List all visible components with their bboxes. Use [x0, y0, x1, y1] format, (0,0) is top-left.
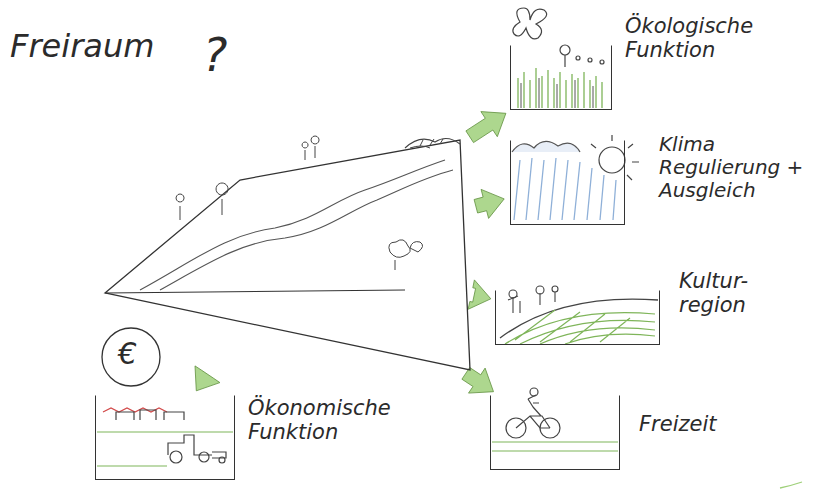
function-box: Freizeit	[490, 395, 620, 470]
green-arrow	[195, 366, 220, 391]
landscape-line	[302, 136, 319, 160]
green-arrow	[466, 112, 506, 143]
landscape-outline	[105, 140, 470, 370]
euro-symbol: €	[118, 336, 137, 371]
landscape-line	[105, 140, 470, 370]
green-arrow	[468, 280, 491, 309]
arrow-shape	[462, 368, 494, 394]
landscape-line	[389, 240, 423, 270]
landscape-line	[405, 138, 460, 148]
question-mark: ?	[203, 28, 227, 82]
arrow-shape	[474, 189, 504, 218]
landscape-line	[410, 139, 443, 148]
function-box: Ökonomische Funktion	[95, 395, 235, 480]
landscape-line	[176, 183, 228, 220]
function-label: Ökologische Funktion	[625, 14, 775, 62]
landscape-line	[105, 290, 405, 293]
function-label: Kultur- region	[679, 269, 794, 317]
green-arrow	[474, 189, 504, 218]
function-label: Ökonomische Funktion	[248, 396, 408, 444]
function-label: Freizeit	[639, 412, 749, 436]
function-box: Klima Regulierung + Ausgleich	[510, 140, 625, 225]
landscape-line	[140, 160, 445, 290]
function-label: Klima Regulierung + Ausgleich	[659, 133, 809, 202]
landscape-area: Freiraum	[105, 140, 470, 370]
arrow-shape	[468, 280, 491, 309]
arrow-shape	[466, 112, 506, 143]
function-box: Kultur- region	[495, 290, 660, 345]
landscape-line	[160, 170, 453, 290]
arrow-shape	[195, 366, 220, 391]
green-arrow	[462, 368, 494, 394]
function-box: Ökologische Funktion	[510, 45, 612, 110]
heading-text: Freiraum	[10, 28, 180, 65]
